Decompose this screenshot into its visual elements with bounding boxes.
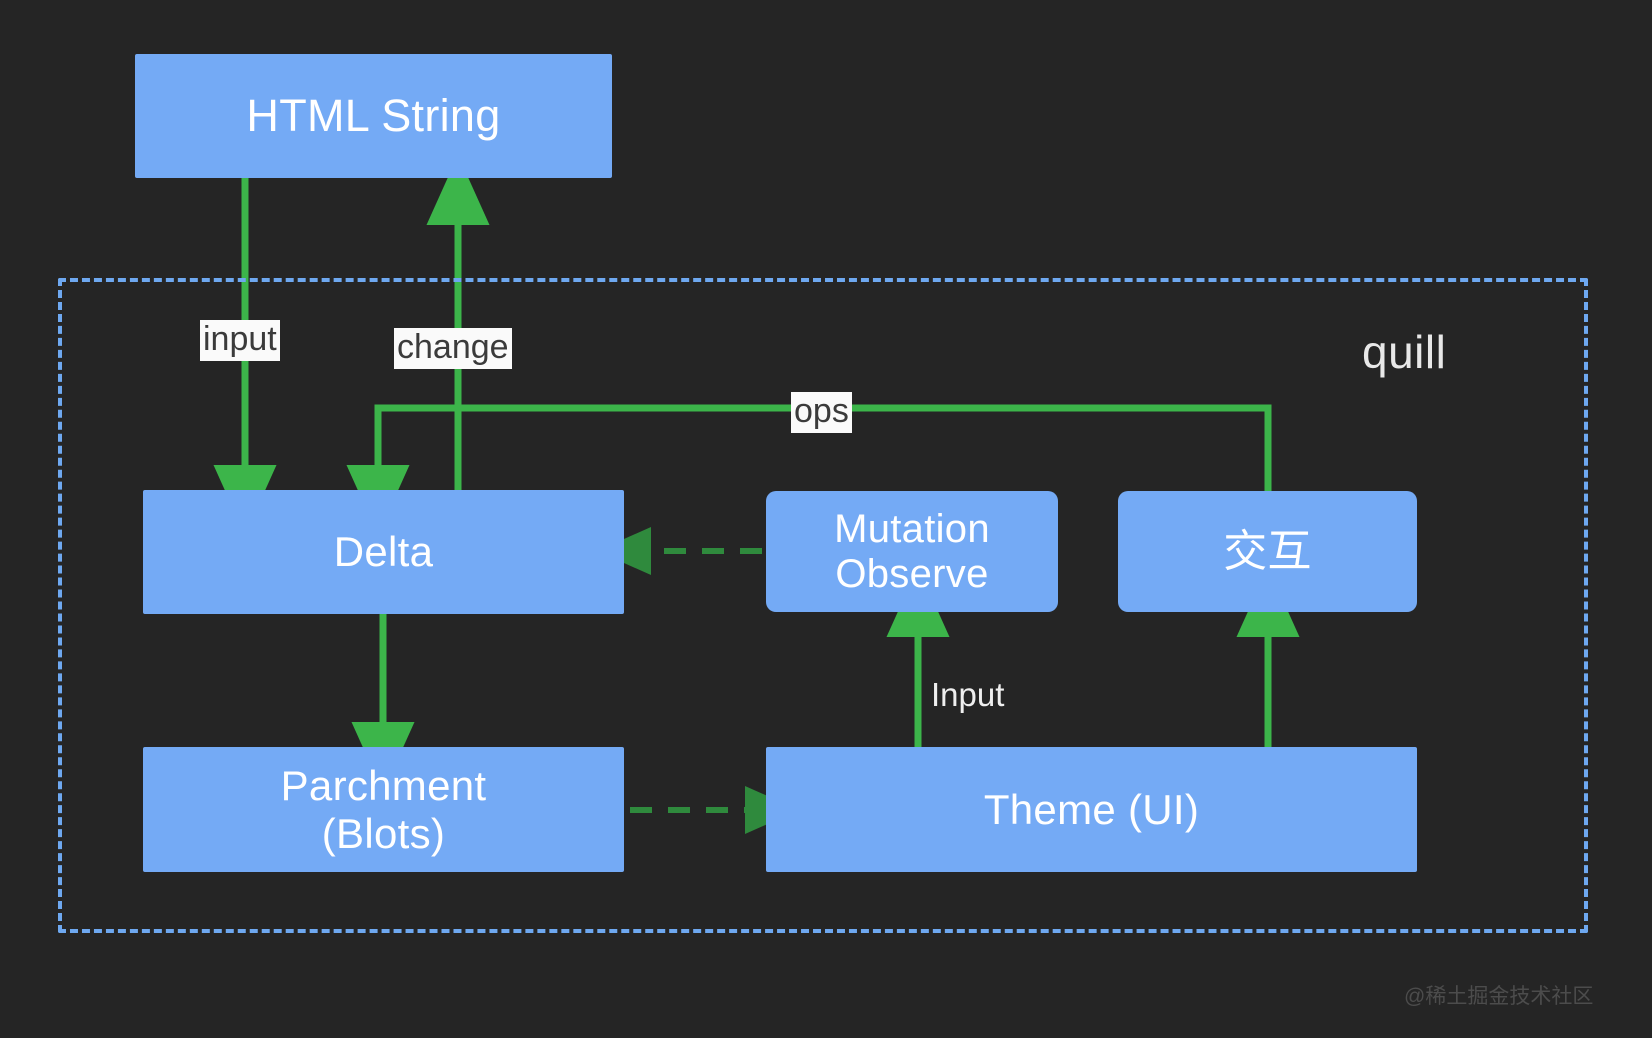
quill-label: quill [1362,326,1447,378]
quill-boundary [58,278,1588,933]
edge-label-input-ui: Input [931,676,1005,713]
node-theme-label: Theme (UI) [983,785,1200,833]
edge-label-change: change [394,328,512,369]
node-parchment[interactable]: Parchment (Blots) [143,747,624,872]
edge-label-ops: ops [791,392,852,433]
node-theme[interactable]: Theme (UI) [766,747,1417,872]
watermark: @稀土掘金技术社区 [1404,985,1594,1008]
node-html-string[interactable]: HTML String [135,54,612,178]
node-delta-label: Delta [333,528,434,576]
node-delta[interactable]: Delta [143,490,624,614]
node-mutation-observe[interactable]: Mutation Observe [766,491,1058,612]
node-interaction[interactable]: 交互 [1118,491,1417,612]
edge-label-input: input [200,320,280,361]
node-mutation-observe-label: Mutation Observe [834,506,990,596]
node-html-string-label: HTML String [246,89,501,141]
node-interaction-label: 交互 [1223,526,1312,576]
node-parchment-label: Parchment (Blots) [280,762,487,857]
